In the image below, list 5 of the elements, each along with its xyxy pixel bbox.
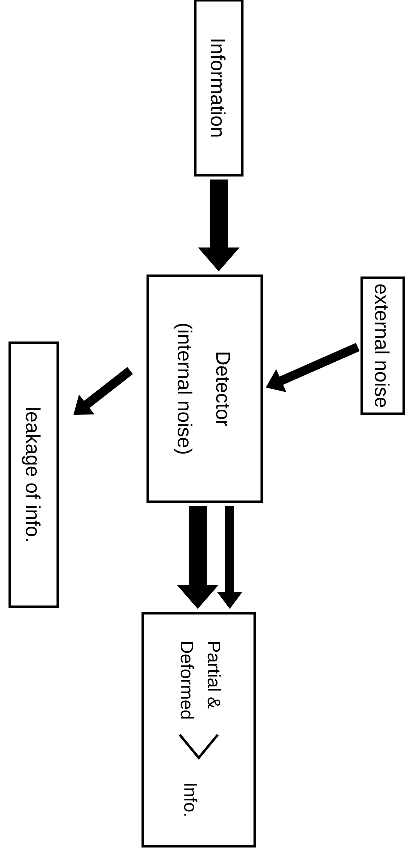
text-box: leakage of info. xyxy=(8,342,60,608)
text-box: Information xyxy=(194,0,244,177)
output-box: Partial & Deformed Info. xyxy=(142,612,256,848)
process-box: Detector (internal noise) xyxy=(146,274,264,504)
text-box: external noise xyxy=(360,276,406,416)
